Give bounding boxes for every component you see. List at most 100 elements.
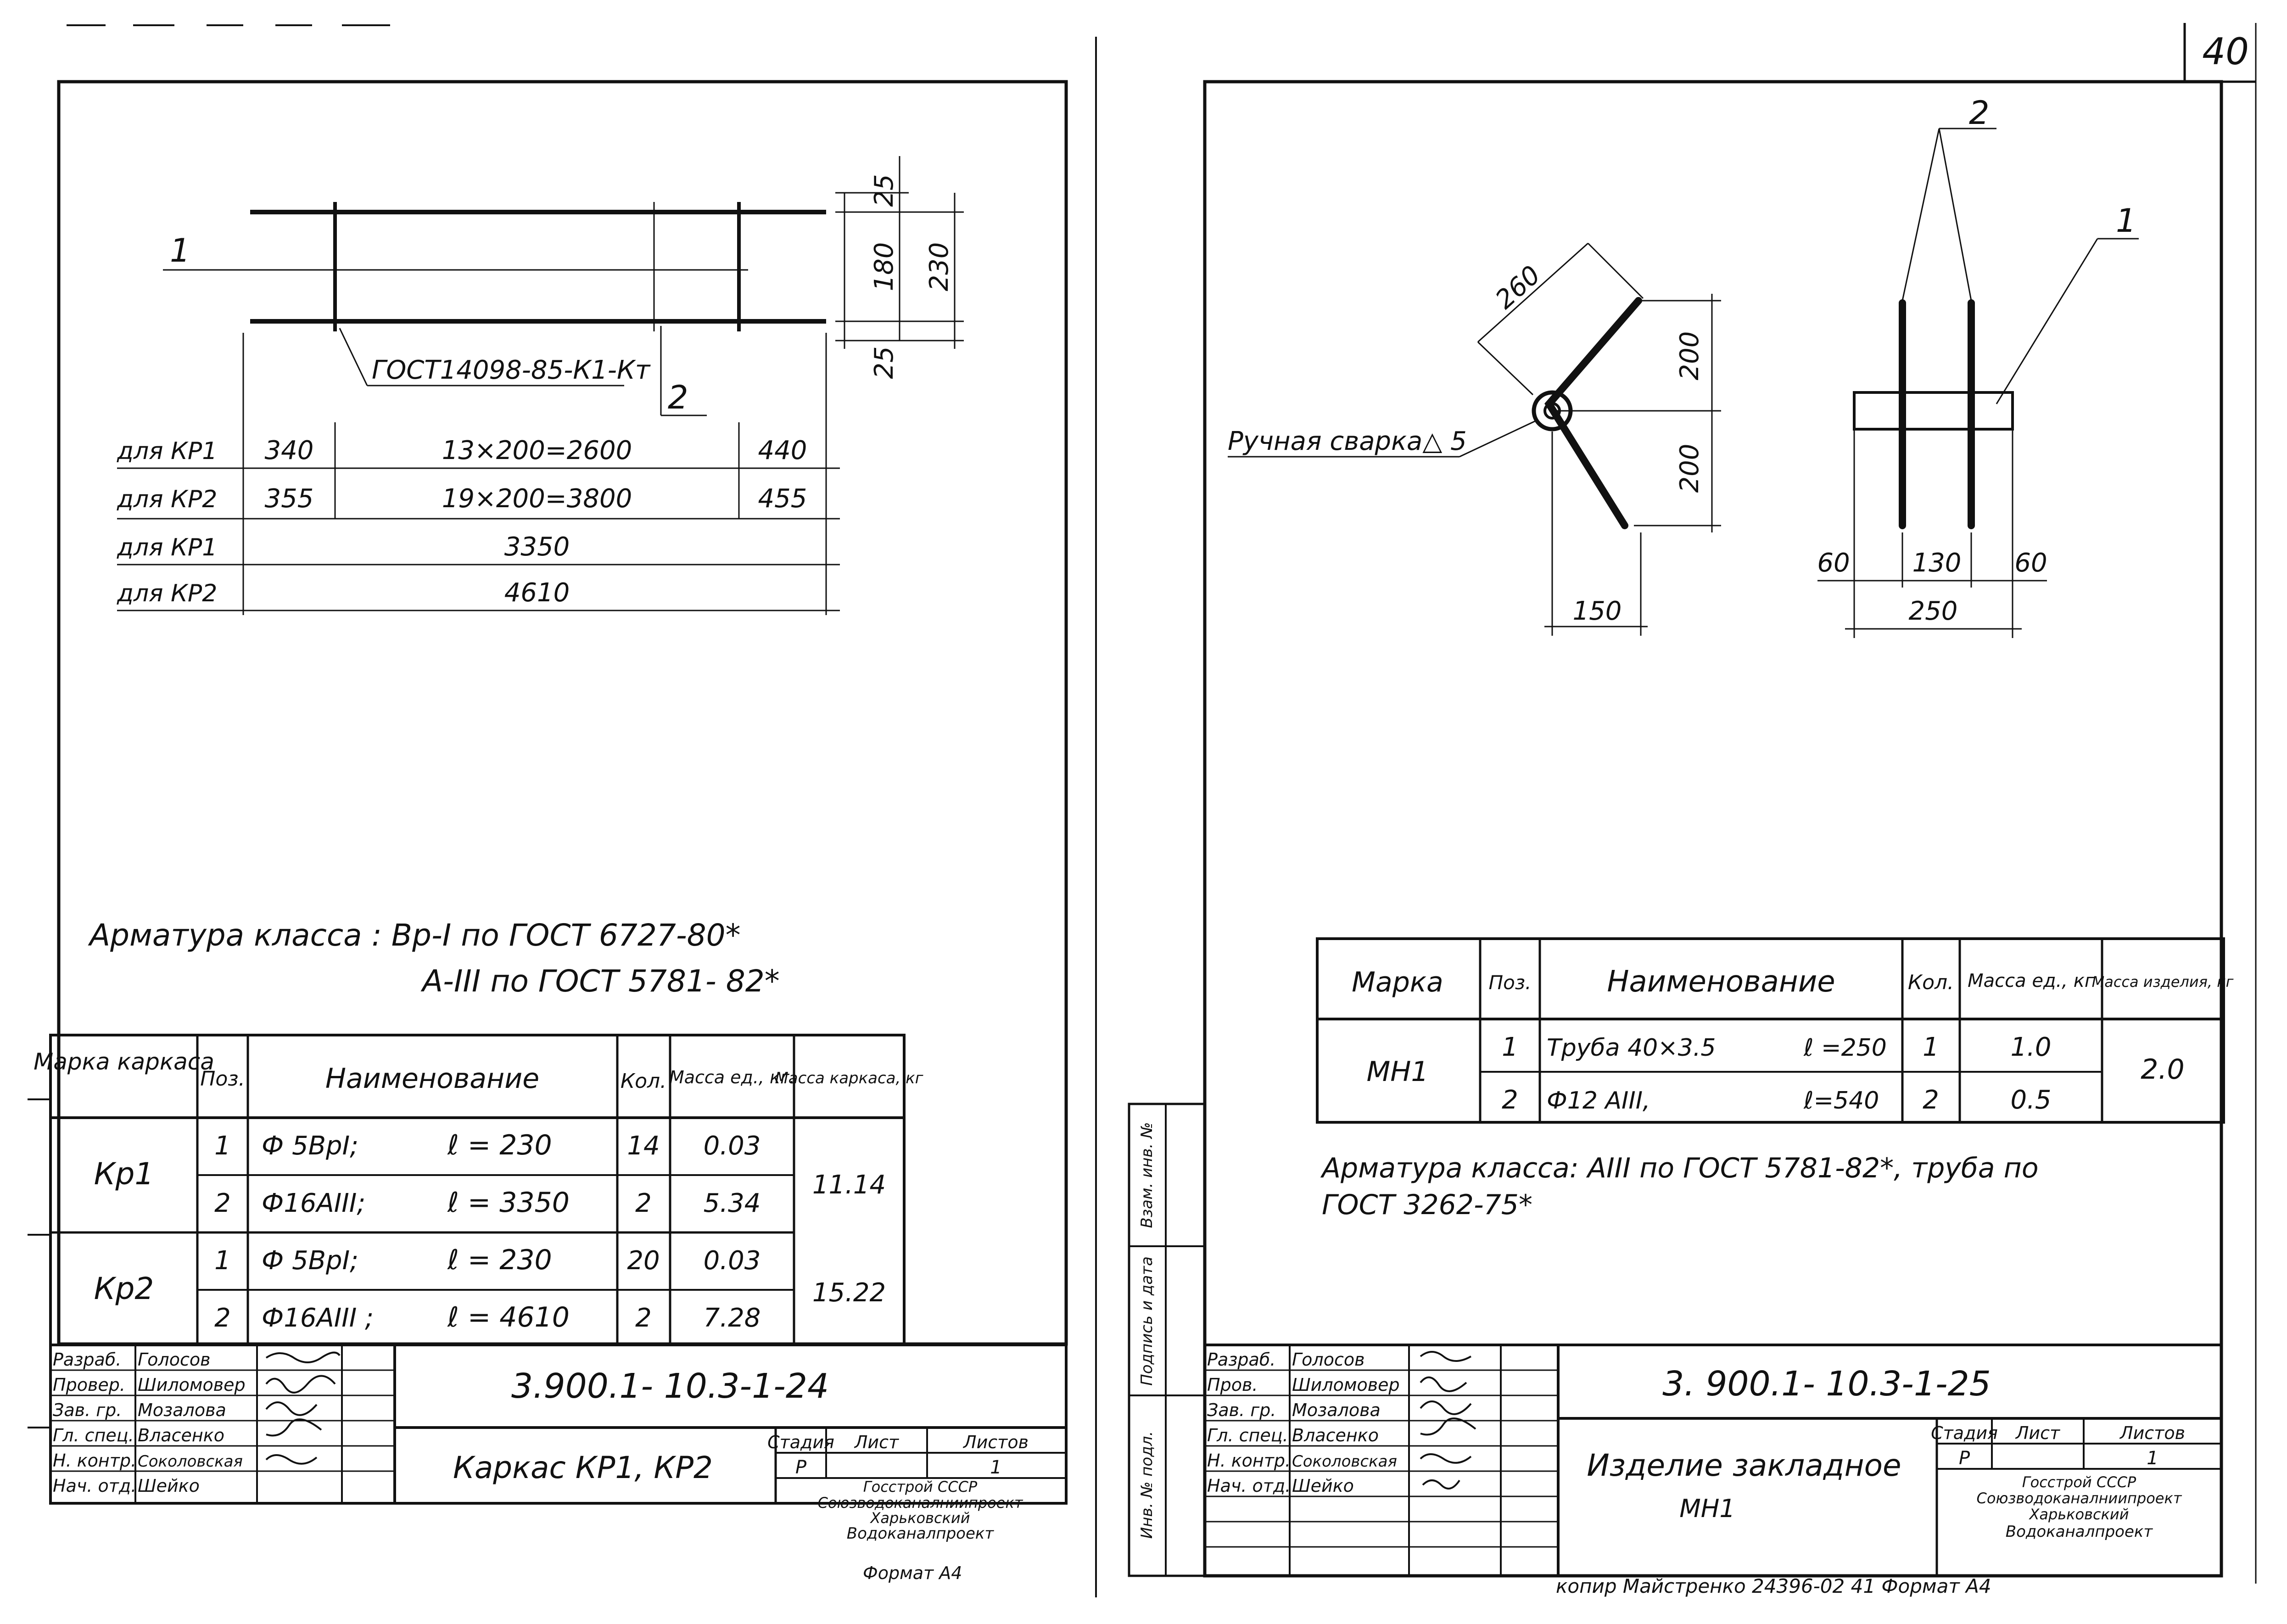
tb-name: Соколовская xyxy=(138,1452,243,1471)
side-label: Подпись и дата xyxy=(1138,1256,1156,1386)
spec-qty: 2 xyxy=(635,1188,652,1218)
document-title: Изделие закладное xyxy=(1587,1448,1901,1483)
copy-footer: копир Майстренко 24396-02 41 Формат А4 xyxy=(1556,1575,1991,1597)
rebar-note-line1: Арматура класса: АIII по ГОСТ 5781-82*, … xyxy=(1320,1152,2039,1184)
org-line: Харьковский xyxy=(2029,1506,2129,1523)
spec-qty: 2 xyxy=(635,1303,652,1333)
tb-sheets: 1 xyxy=(2147,1448,2158,1469)
tb-stage-header: Стадия xyxy=(767,1432,834,1452)
spec-unit-mass: 0.03 xyxy=(704,1246,761,1276)
tb-role: Зав. гр. xyxy=(53,1400,122,1420)
tb-role: Н. контр. xyxy=(53,1450,136,1471)
spec-mark: Кр1 xyxy=(94,1156,154,1192)
org-line: Госстрой СССР xyxy=(863,1478,978,1495)
spec-length: ℓ = 230 xyxy=(447,1129,552,1161)
tb-name: Шиломовер xyxy=(138,1375,246,1395)
spec-header-pos: Поз. xyxy=(1489,971,1532,994)
tb-sheets-header: Листов xyxy=(2119,1423,2185,1443)
position-2-label: 2 xyxy=(1969,94,1990,132)
tb-role: Провер. xyxy=(53,1375,125,1395)
spec-header-unit-mass: Масса ед., кг xyxy=(1968,970,2095,991)
org-line: Союзводоканалниипроект xyxy=(1977,1490,2182,1507)
spec-name: Ф16АIII; xyxy=(262,1188,365,1218)
tb-role: Гл. спец. xyxy=(53,1425,134,1445)
spec-qty: 20 xyxy=(627,1246,660,1276)
dim-row-b: 13×200=2600 xyxy=(442,436,632,465)
org-line: Госстрой СССР xyxy=(2022,1473,2136,1491)
position-1-label: 1 xyxy=(2116,202,2136,240)
spec-header-qty: Кол. xyxy=(1908,971,1954,994)
format-label: Формат А4 xyxy=(863,1563,962,1583)
rebar-note-line2: А-III по ГОСТ 5781- 82* xyxy=(420,963,780,999)
signatures xyxy=(265,1351,1476,1490)
dim-60-right: 60 xyxy=(2014,548,2047,578)
document-title: Каркас КР1, КР2 xyxy=(453,1450,713,1485)
spec-header-total-mass: Масса изделия, кг xyxy=(2092,973,2234,991)
spec-length: ℓ = 3350 xyxy=(447,1187,570,1219)
tb-name: Голосов xyxy=(138,1350,211,1370)
tb-role: Разраб. xyxy=(1207,1350,1275,1370)
rebar-note-line1: Арматура класса : Вр-I по ГОСТ 6727-80* xyxy=(88,918,741,953)
dim-row-label: для КР1 xyxy=(117,534,217,561)
gost-note: ГОСТ14098-85-К1-Кт xyxy=(372,355,651,385)
spec-header-name: Наименование xyxy=(1607,965,1835,999)
side-label: Взам. инв. № xyxy=(1138,1122,1156,1228)
spec-pos: 2 xyxy=(214,1188,231,1218)
tb-stage-header: Стадия xyxy=(1931,1423,1998,1443)
spec-length: ℓ=540 xyxy=(1803,1087,1879,1114)
spec-unit-mass: 0.5 xyxy=(2010,1085,2051,1115)
dim-row-a: 355 xyxy=(265,484,314,514)
spec-qty: 1 xyxy=(1923,1032,1939,1062)
spec-qty: 14 xyxy=(627,1131,660,1161)
spec-total-mass: 15.22 xyxy=(812,1278,886,1308)
tb-name: Мозалова xyxy=(138,1400,226,1420)
tb-role: Гл. спец. xyxy=(1207,1425,1288,1445)
org-line: Союзводоканалниипроект xyxy=(818,1494,1023,1512)
spec-header-name: Наименование xyxy=(325,1063,539,1095)
spec-header-pos: Поз. xyxy=(200,1067,245,1091)
spec-pos: 2 xyxy=(214,1303,231,1333)
dim-row-c: 440 xyxy=(758,436,807,465)
tb-sheets-header: Листов xyxy=(962,1432,1029,1452)
spec-header-qty: Кол. xyxy=(621,1070,666,1093)
spec-pos: 2 xyxy=(1502,1085,1518,1115)
tb-role: Пров. xyxy=(1207,1375,1258,1395)
spec-header-unit-mass: Масса ед., кг. xyxy=(669,1067,795,1087)
spec-unit-mass: 5.34 xyxy=(704,1188,761,1218)
tb-name: Голосов xyxy=(1292,1350,1365,1370)
spec-header-mark: Марка каркаса xyxy=(34,1048,214,1075)
rebar-note-line2: ГОСТ 3262-75* xyxy=(1322,1189,1532,1221)
spec-unit-mass: 1.0 xyxy=(2010,1032,2051,1062)
tb-name: Шейко xyxy=(138,1476,200,1496)
tb-role: Нач. отд. xyxy=(1207,1476,1291,1496)
side-label: Инв. № подл. xyxy=(1138,1431,1156,1539)
dim-row-total: 4610 xyxy=(504,578,570,608)
tb-role: Нач. отд. xyxy=(53,1476,136,1496)
dim-total: 230 xyxy=(924,242,954,291)
dim-row-label: для КР2 xyxy=(117,486,217,513)
spec-header-total-mass: Масса каркаса, кг xyxy=(775,1069,923,1087)
document-code: 3.900.1- 10.3-1-24 xyxy=(511,1366,829,1406)
weld-note: Ручная сварка△ 5 xyxy=(1228,426,1467,456)
org-line: Харьковский xyxy=(870,1509,970,1527)
spec-name: Ф16АIII ; xyxy=(262,1303,374,1333)
dim-150: 150 xyxy=(1573,596,1622,626)
org-line: Водоканалпроект xyxy=(847,1524,995,1543)
tb-name: Мозалова xyxy=(1292,1400,1381,1420)
spec-length: ℓ = 4610 xyxy=(447,1301,570,1333)
page-number: 40 xyxy=(2202,30,2249,73)
dim-mid: 180 xyxy=(869,242,899,291)
tb-role: Зав. гр. xyxy=(1207,1400,1276,1420)
spec-total-mass: 2.0 xyxy=(2141,1053,2184,1086)
spec-pos: 1 xyxy=(214,1131,231,1161)
tb-sheet-header: Лист xyxy=(854,1432,900,1452)
tb-stage: Р xyxy=(795,1457,807,1478)
spec-length: ℓ =250 xyxy=(1803,1034,1887,1062)
spec-qty: 2 xyxy=(1923,1085,1939,1115)
tb-name: Власенко xyxy=(1292,1425,1379,1445)
dim-200-upper: 200 xyxy=(1675,331,1705,381)
spec-name: Ф12 АIII, xyxy=(1547,1087,1650,1114)
spec-mark: Кр2 xyxy=(94,1271,154,1306)
dim-row-total: 3350 xyxy=(504,532,570,562)
